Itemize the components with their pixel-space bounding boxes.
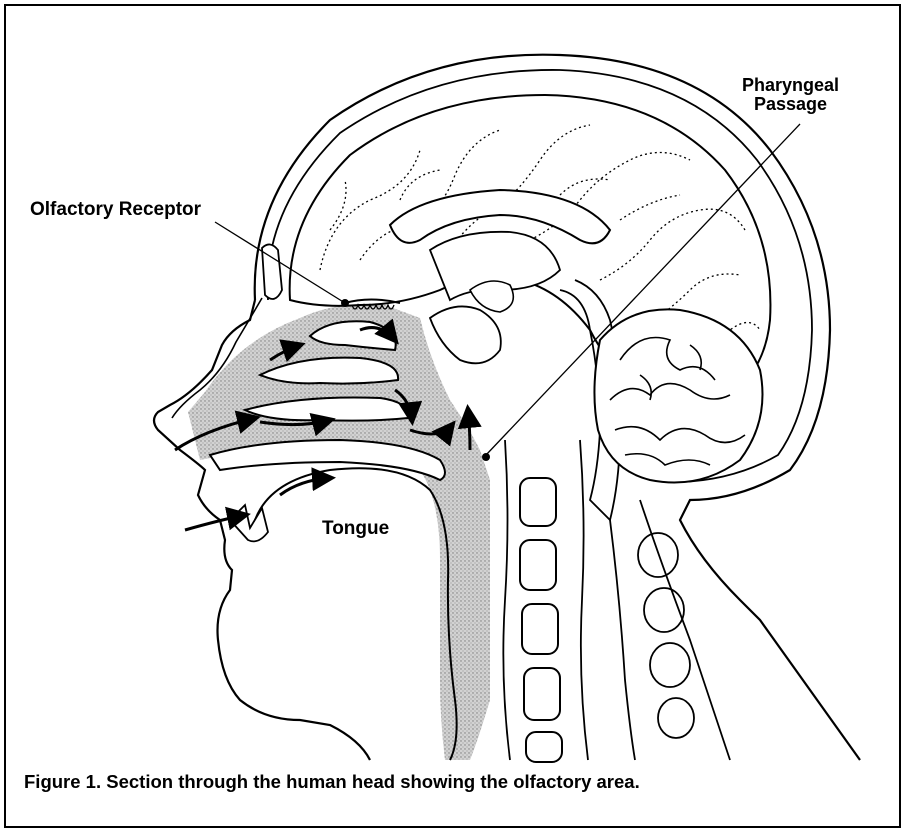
olfactory-receptor-label: Olfactory Receptor — [30, 200, 201, 220]
tongue-label: Tongue — [322, 519, 389, 539]
pharyngeal-label-line1: Pharyngeal — [742, 76, 839, 95]
tongue-shape — [255, 468, 457, 760]
pharyngeal-label-line2: Passage — [742, 95, 839, 114]
sphenoid-bone — [430, 306, 501, 363]
pituitary-region — [470, 281, 513, 312]
pharyngeal-passage-label: Pharyngeal Passage — [742, 76, 839, 114]
cerebellum — [594, 309, 762, 482]
figure-caption: Figure 1. Section through the human head… — [24, 771, 640, 793]
pharyngeal-pointer-dot — [482, 453, 490, 461]
spinous-processes — [638, 533, 694, 738]
spinal-cord — [610, 520, 635, 760]
lips — [230, 505, 268, 541]
cervical-vertebrae — [520, 478, 562, 762]
